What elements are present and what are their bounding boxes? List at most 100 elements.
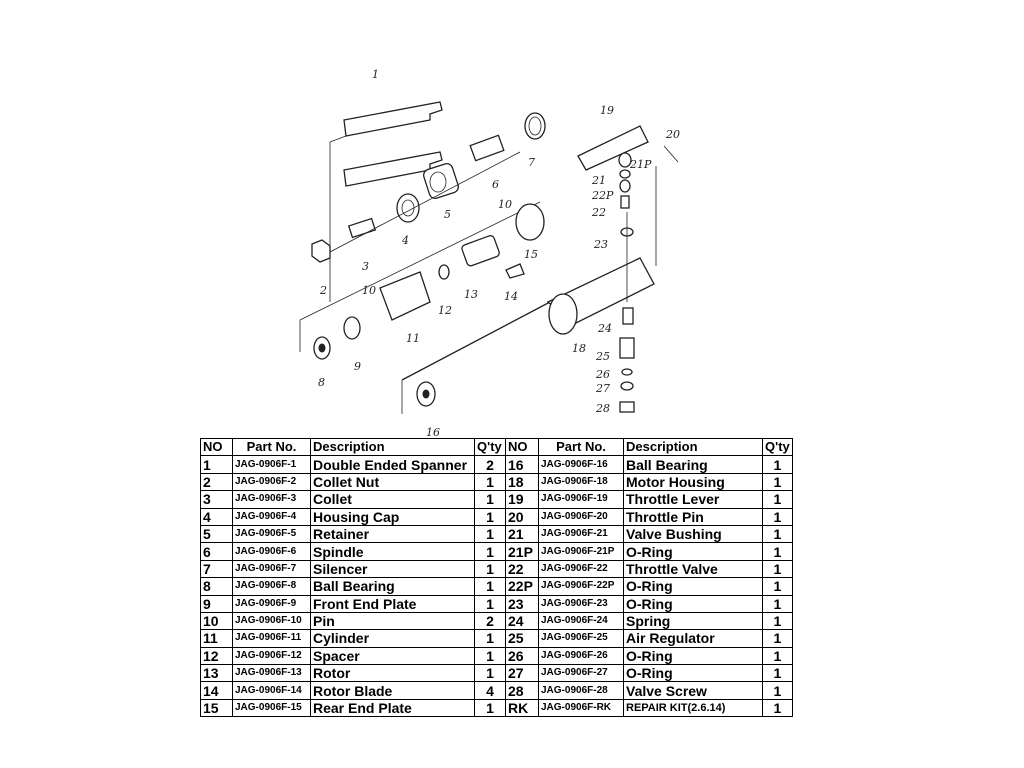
item-number-cell: 27 [505, 664, 539, 683]
table-header-row: NO Part No. Description Q'ty NO Part No.… [200, 437, 793, 457]
quantity-cell: 1 [762, 455, 793, 474]
description-cell: Rear End Plate [310, 698, 475, 718]
description-cell: Silencer [310, 559, 475, 579]
callout: 1 [372, 68, 379, 81]
description-cell: Air Regulator [623, 629, 763, 648]
description-cell: O-Ring [623, 577, 763, 596]
part-number-cell: JAG-0906F-2 [232, 472, 311, 492]
description-cell: Ball Bearing [623, 455, 763, 474]
quantity-cell: 1 [474, 542, 506, 561]
part-number-cell: JAG-0906F-22P [538, 577, 624, 596]
callout: 8 [318, 376, 325, 389]
quantity-cell: 1 [474, 490, 506, 509]
part-number-cell: JAG-0906F-20 [538, 507, 624, 526]
part-number-cell: JAG-0906F-9 [232, 594, 311, 613]
callout: 19 [600, 104, 614, 117]
quantity-cell: 1 [762, 559, 793, 579]
quantity-cell: 1 [474, 646, 506, 666]
description-cell: Ball Bearing [310, 577, 475, 596]
quantity-cell: 1 [762, 664, 793, 683]
item-number-cell: 18 [505, 472, 539, 492]
callout: 5 [444, 208, 451, 221]
part-number-cell: JAG-0906F-24 [538, 611, 624, 631]
item-number-cell: 11 [200, 629, 233, 648]
callout: 12 [438, 304, 452, 317]
callout: 10 [362, 284, 376, 297]
callout: 9 [354, 360, 361, 373]
quantity-cell: 2 [474, 455, 506, 474]
item-number-cell: 4 [200, 507, 233, 526]
callout: 10 [498, 198, 512, 211]
description-cell: O-Ring [623, 664, 763, 683]
description-cell: Spring [623, 611, 763, 631]
item-number-cell: 15 [200, 698, 233, 718]
callout: 14 [504, 290, 518, 303]
quantity-cell: 1 [762, 611, 793, 631]
part-number-cell: JAG-0906F-15 [232, 698, 311, 718]
quantity-cell: 1 [474, 698, 506, 718]
description-cell: Collet Nut [310, 472, 475, 492]
item-number-cell: 21P [505, 542, 539, 561]
item-number-cell: 6 [200, 542, 233, 561]
item-number-cell: 14 [200, 681, 233, 700]
quantity-cell: 1 [474, 559, 506, 579]
item-number-cell: 12 [200, 646, 233, 666]
header-no: NO [200, 437, 233, 457]
item-number-cell: 21 [505, 524, 539, 544]
description-cell: Throttle Pin [623, 507, 763, 526]
description-cell: O-Ring [623, 542, 763, 561]
description-cell: Rotor Blade [310, 681, 475, 700]
description-cell: Spacer [310, 646, 475, 666]
collet-assembly-drawing [311, 112, 546, 263]
callout: 18 [572, 342, 586, 355]
part-number-cell: JAG-0906F-18 [538, 472, 624, 492]
callout: 26 [595, 368, 610, 381]
item-number-cell: 25 [505, 629, 539, 648]
description-cell: Pin [310, 611, 475, 631]
description-cell: Front End Plate [310, 594, 475, 613]
header-part-no: Part No. [538, 437, 624, 457]
header-qty: Q'ty [762, 437, 793, 457]
part-number-cell: JAG-0906F-4 [232, 507, 311, 526]
quantity-cell: 1 [474, 472, 506, 492]
part-number-cell: JAG-0906F-3 [232, 490, 311, 509]
part-number-cell: JAG-0906F-21P [538, 542, 624, 561]
part-number-cell: JAG-0906F-23 [538, 594, 624, 613]
part-number-cell: JAG-0906F-13 [232, 664, 311, 683]
quantity-cell: 2 [474, 611, 506, 631]
item-number-cell: 3 [200, 490, 233, 509]
callout: 4 [401, 234, 409, 247]
part-number-cell: JAG-0906F-21 [538, 524, 624, 544]
motor-assembly-drawing [299, 201, 551, 414]
housing-valve-drawing [546, 125, 679, 413]
item-number-cell: 28 [505, 681, 539, 700]
callout: 21 [591, 174, 606, 187]
part-number-cell: JAG-0906F-22 [538, 559, 624, 579]
callout: 21P [629, 158, 652, 171]
item-number-cell: 22 [505, 559, 539, 579]
part-number-cell: JAG-0906F-7 [232, 559, 311, 579]
part-number-cell: JAG-0906F-12 [232, 646, 311, 666]
part-number-cell: JAG-0906F-25 [538, 629, 624, 648]
callout: 23 [593, 238, 608, 251]
quantity-cell: 1 [474, 507, 506, 526]
callout: 3 [362, 260, 369, 273]
description-cell: Spindle [310, 542, 475, 561]
quantity-cell: 1 [762, 472, 793, 492]
callout: 16 [426, 426, 440, 439]
quantity-cell: 1 [474, 664, 506, 683]
quantity-cell: 1 [762, 594, 793, 613]
item-number-cell: 19 [505, 490, 539, 509]
callout: 28 [595, 402, 610, 415]
callout: 25 [595, 350, 610, 363]
quantity-cell: 1 [762, 646, 793, 666]
